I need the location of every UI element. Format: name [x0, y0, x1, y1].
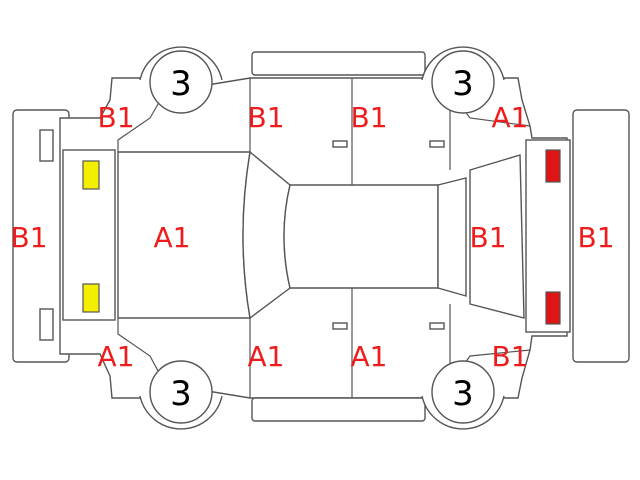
label-top-rear-door: B1: [350, 101, 387, 134]
label-top-front-fender: B1: [97, 101, 134, 134]
wheel-front-left-count: 3: [170, 64, 192, 104]
wheel-rear-left-count: 3: [452, 64, 474, 104]
wheel-front-right: 3: [139, 360, 223, 430]
top-front-door-handle: [332, 140, 348, 148]
wheel-rear-left: 3: [421, 46, 505, 114]
top-rear-door-handle: [429, 140, 445, 148]
tailgate-panel: [469, 154, 525, 319]
front-lamp-lower: [82, 283, 100, 313]
rear-bumper: [572, 109, 630, 363]
label-bottom-rear-fender: B1: [491, 340, 528, 373]
label-hood: A1: [154, 221, 191, 254]
wheel-front-right-count: 3: [170, 374, 192, 414]
wheel-front-left: 3: [139, 46, 223, 114]
front-lamp-upper: [82, 160, 100, 190]
label-bottom-front-door: A1: [248, 340, 285, 373]
bottom-front-fender-line: [117, 318, 166, 385]
top-side-skirt: [251, 51, 426, 76]
label-rear-bumper: B1: [577, 221, 614, 254]
wheel-rear-right-count: 3: [452, 374, 474, 414]
front-bumper-slot-upper: [39, 129, 54, 162]
top-front-fender-line: [117, 91, 166, 152]
roof-panel: [283, 184, 439, 289]
rear-lamp-lower: [545, 291, 561, 325]
label-bottom-rear-door: A1: [351, 340, 388, 373]
label-front-bumper: B1: [10, 221, 47, 254]
bottom-front-door-handle: [332, 322, 348, 330]
rear-window: [437, 177, 467, 297]
front-bumper-slot-lower: [39, 308, 54, 341]
bottom-rear-door-handle: [429, 322, 445, 330]
label-tailgate: B1: [469, 221, 506, 254]
bottom-side-skirt: [251, 397, 426, 422]
rear-lamp-upper: [545, 149, 561, 183]
wheel-rear-right: 3: [421, 360, 505, 430]
label-top-rear-fender: A1: [492, 101, 529, 134]
label-bottom-front-fender: A1: [98, 340, 135, 373]
label-top-front-door: B1: [247, 101, 284, 134]
